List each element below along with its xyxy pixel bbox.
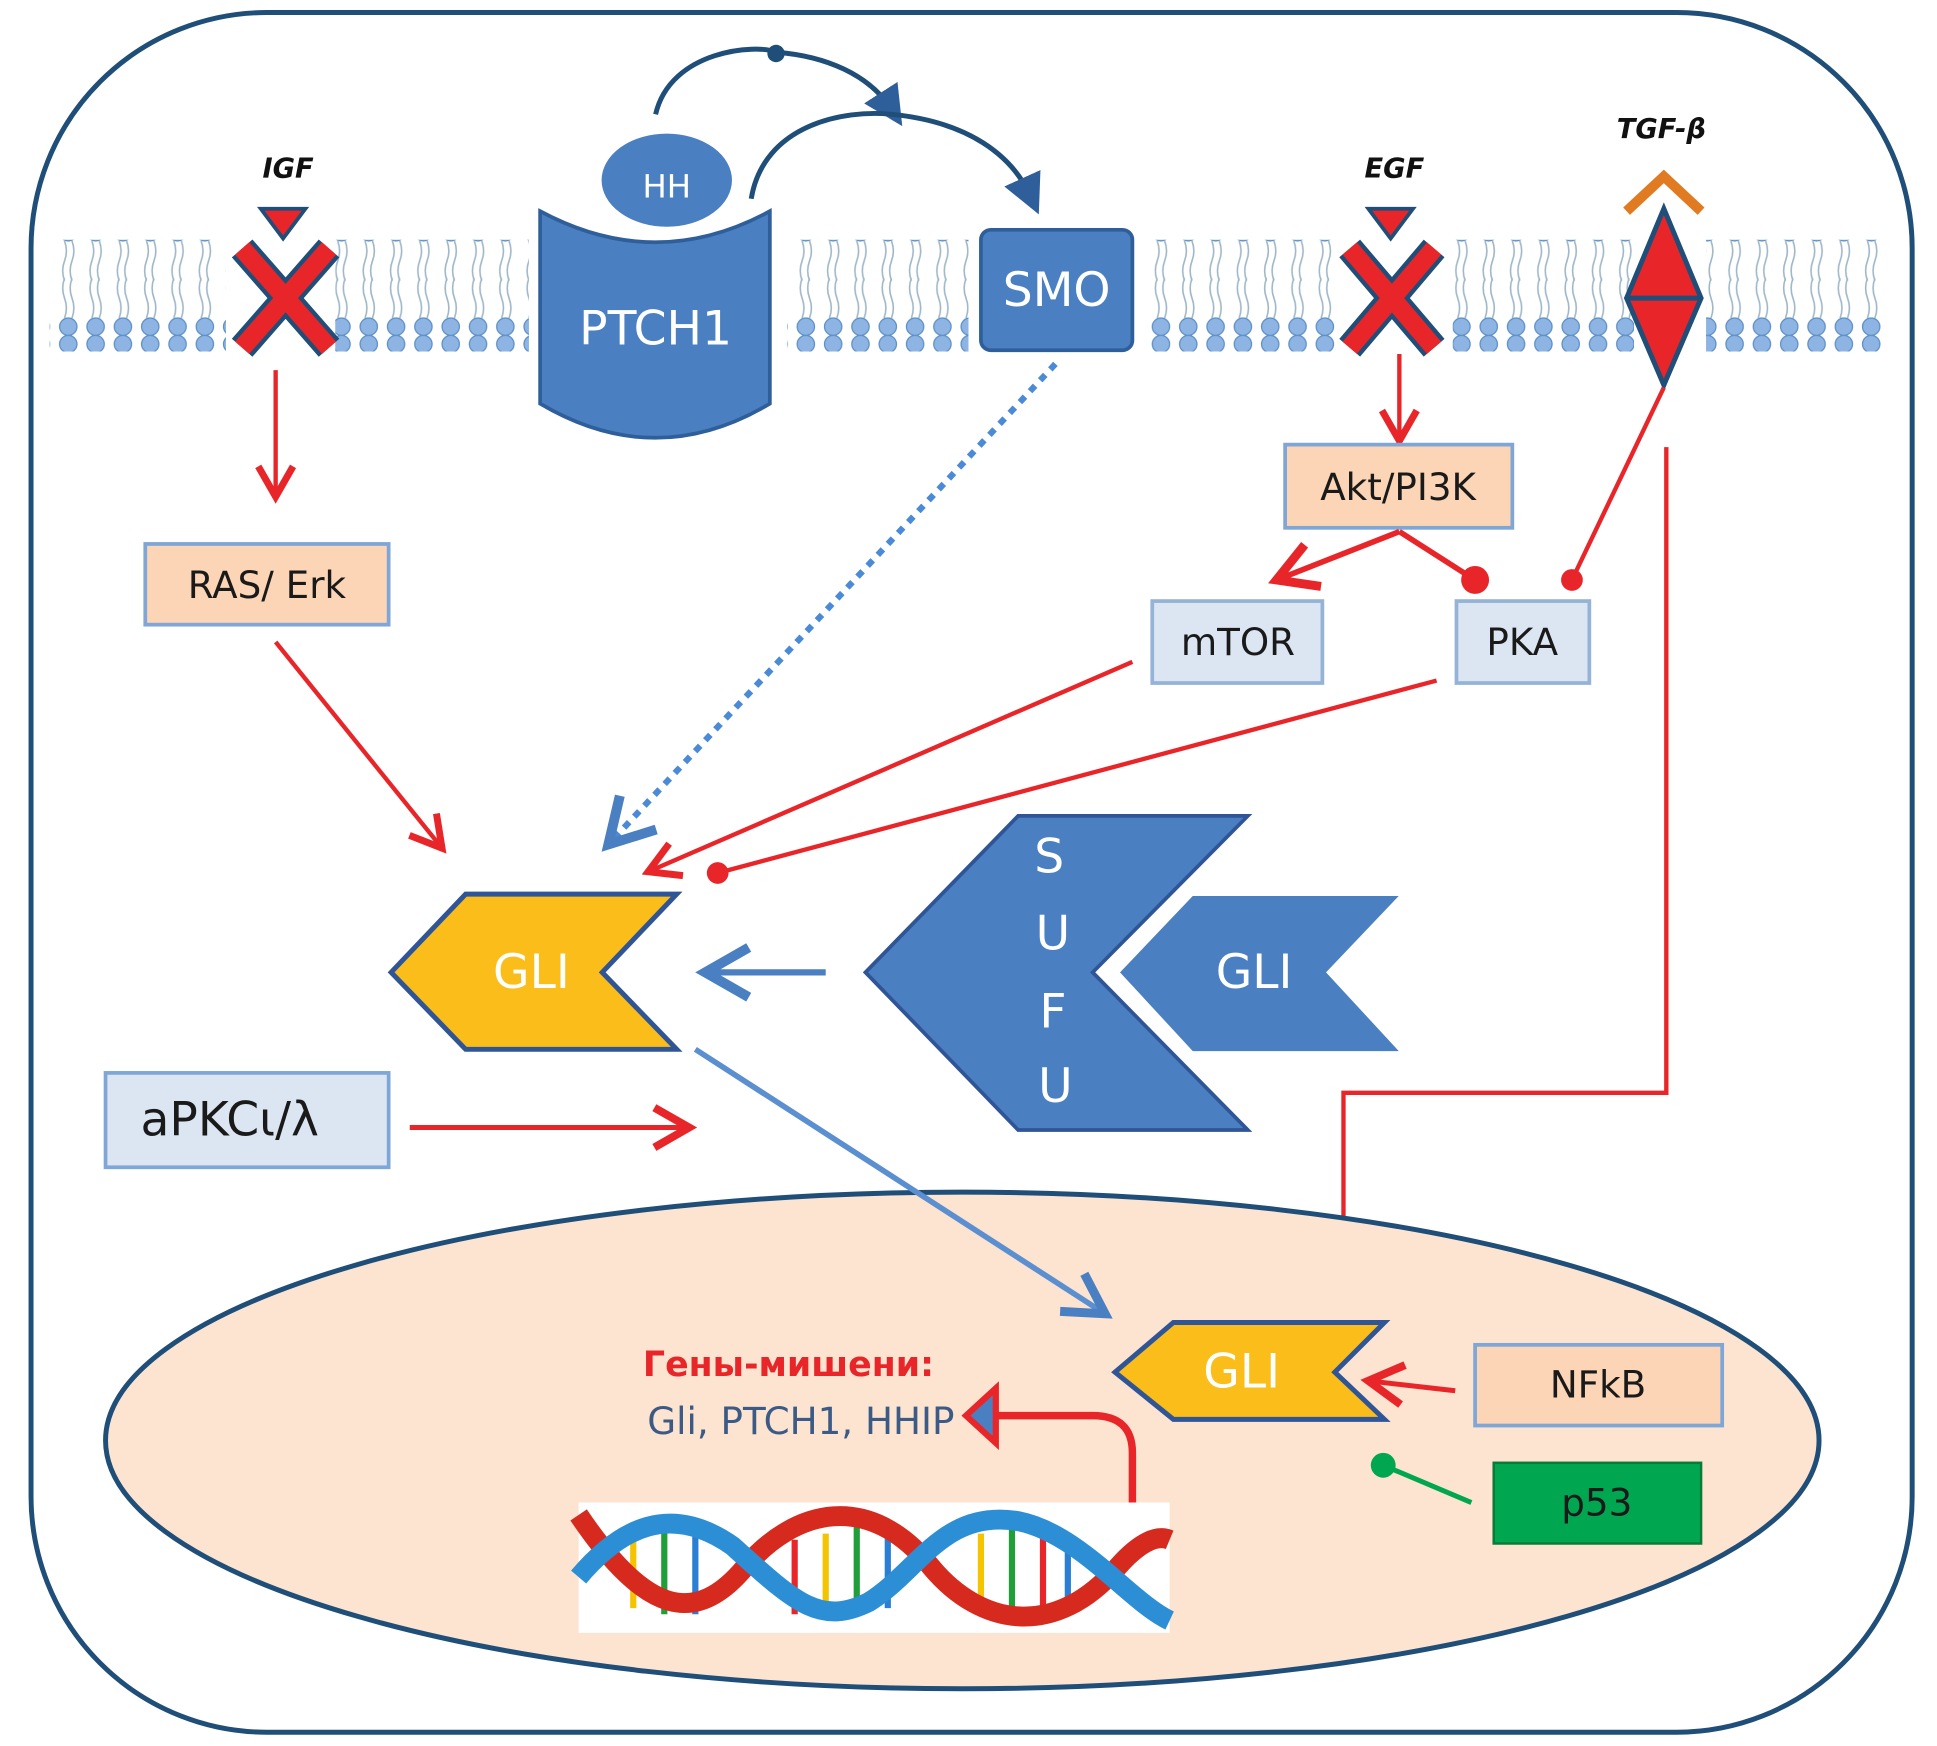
nfkb-to-gli-arrow bbox=[1360, 1361, 1456, 1408]
tgf-to-pka-line bbox=[1561, 386, 1666, 591]
gli-bound-label: GLI bbox=[1216, 945, 1293, 1000]
egf-receptor-blocked-icon bbox=[1339, 206, 1445, 357]
ptch1-label: PTCH1 bbox=[579, 302, 732, 357]
pka-inhibits-gli-line bbox=[706, 678, 1438, 884]
hh-label: HH bbox=[643, 167, 692, 205]
egf-label: EGF bbox=[1365, 154, 1425, 185]
mtor-label: mTOR bbox=[1181, 620, 1295, 664]
akt-pi3k-label: Akt/PI3K bbox=[1320, 465, 1477, 509]
gli-cytoplasm-chevron bbox=[387, 891, 683, 1052]
sufu-letter: S bbox=[1034, 829, 1064, 884]
smo-receptor bbox=[979, 227, 1135, 353]
ptch1-smo-arc bbox=[748, 111, 1041, 215]
target-genes-list: Gli, PTCH1, HHIP bbox=[647, 1399, 954, 1443]
ras-to-gli-arrow bbox=[273, 640, 447, 854]
nfkb-label: NFkB bbox=[1550, 1363, 1646, 1407]
gli-nuclear-translocation-arrow bbox=[693, 1046, 1113, 1319]
smo-label: SMO bbox=[1003, 263, 1111, 318]
mtor-box bbox=[1150, 599, 1325, 685]
hh-ligand bbox=[595, 127, 739, 233]
p53-box bbox=[1492, 1461, 1703, 1545]
gli-bound-chevron bbox=[1114, 892, 1408, 1055]
smo-to-gli-dotted-arrow bbox=[601, 361, 1058, 852]
ras-erk-label: RAS/ Erk bbox=[188, 563, 347, 607]
akt-inhibits-pka-line bbox=[1397, 529, 1490, 594]
lipid-bilayer bbox=[49, 239, 1883, 352]
tgf-to-nuclear-gli-arrow bbox=[1323, 447, 1669, 1305]
igf-receptor-blocked-icon bbox=[231, 206, 340, 357]
sufu-chevron bbox=[862, 814, 1253, 1132]
tgf-beta-receptor-icon bbox=[1623, 202, 1704, 392]
apkc-box bbox=[103, 1071, 391, 1170]
akt-to-mtor-arrow bbox=[1268, 528, 1401, 591]
sufu-letter: U bbox=[1036, 906, 1071, 961]
tgf-beta-label: TGF-β bbox=[1617, 114, 1706, 145]
p53-inhibits-gli-line bbox=[1370, 1452, 1473, 1505]
gli-nuclear-chevron bbox=[1111, 1320, 1391, 1422]
pka-box bbox=[1454, 599, 1592, 685]
gli-cytoplasm-label: GLI bbox=[493, 945, 570, 1000]
nfkb-box bbox=[1473, 1342, 1725, 1428]
nucleus bbox=[103, 1189, 1822, 1692]
p53-label: p53 bbox=[1561, 1481, 1632, 1525]
igf-label: IGF bbox=[262, 154, 314, 185]
gli-nuclear-label: GLI bbox=[1203, 1345, 1280, 1400]
arc-node-icon bbox=[767, 44, 785, 63]
sufu-letter: F bbox=[1039, 985, 1066, 1040]
transcription-arrowhead-icon bbox=[961, 1381, 999, 1450]
apkc-label: aPKCι/λ bbox=[140, 1093, 318, 1148]
sufu-letter: U bbox=[1038, 1059, 1073, 1114]
dna-helix-icon bbox=[570, 1502, 1175, 1633]
pka-label: PKA bbox=[1486, 620, 1558, 664]
tgf-ligand-chevron-icon bbox=[1623, 169, 1705, 215]
transcription-arrow bbox=[993, 1411, 1137, 1503]
ptch1-receptor: PTCH1 bbox=[538, 208, 772, 440]
ras-erk-box bbox=[143, 542, 391, 627]
mtor-to-gli-arrow bbox=[641, 659, 1134, 880]
akt-pi3k-box bbox=[1283, 442, 1515, 530]
target-genes-title: Гены-мишени: bbox=[643, 1345, 934, 1385]
